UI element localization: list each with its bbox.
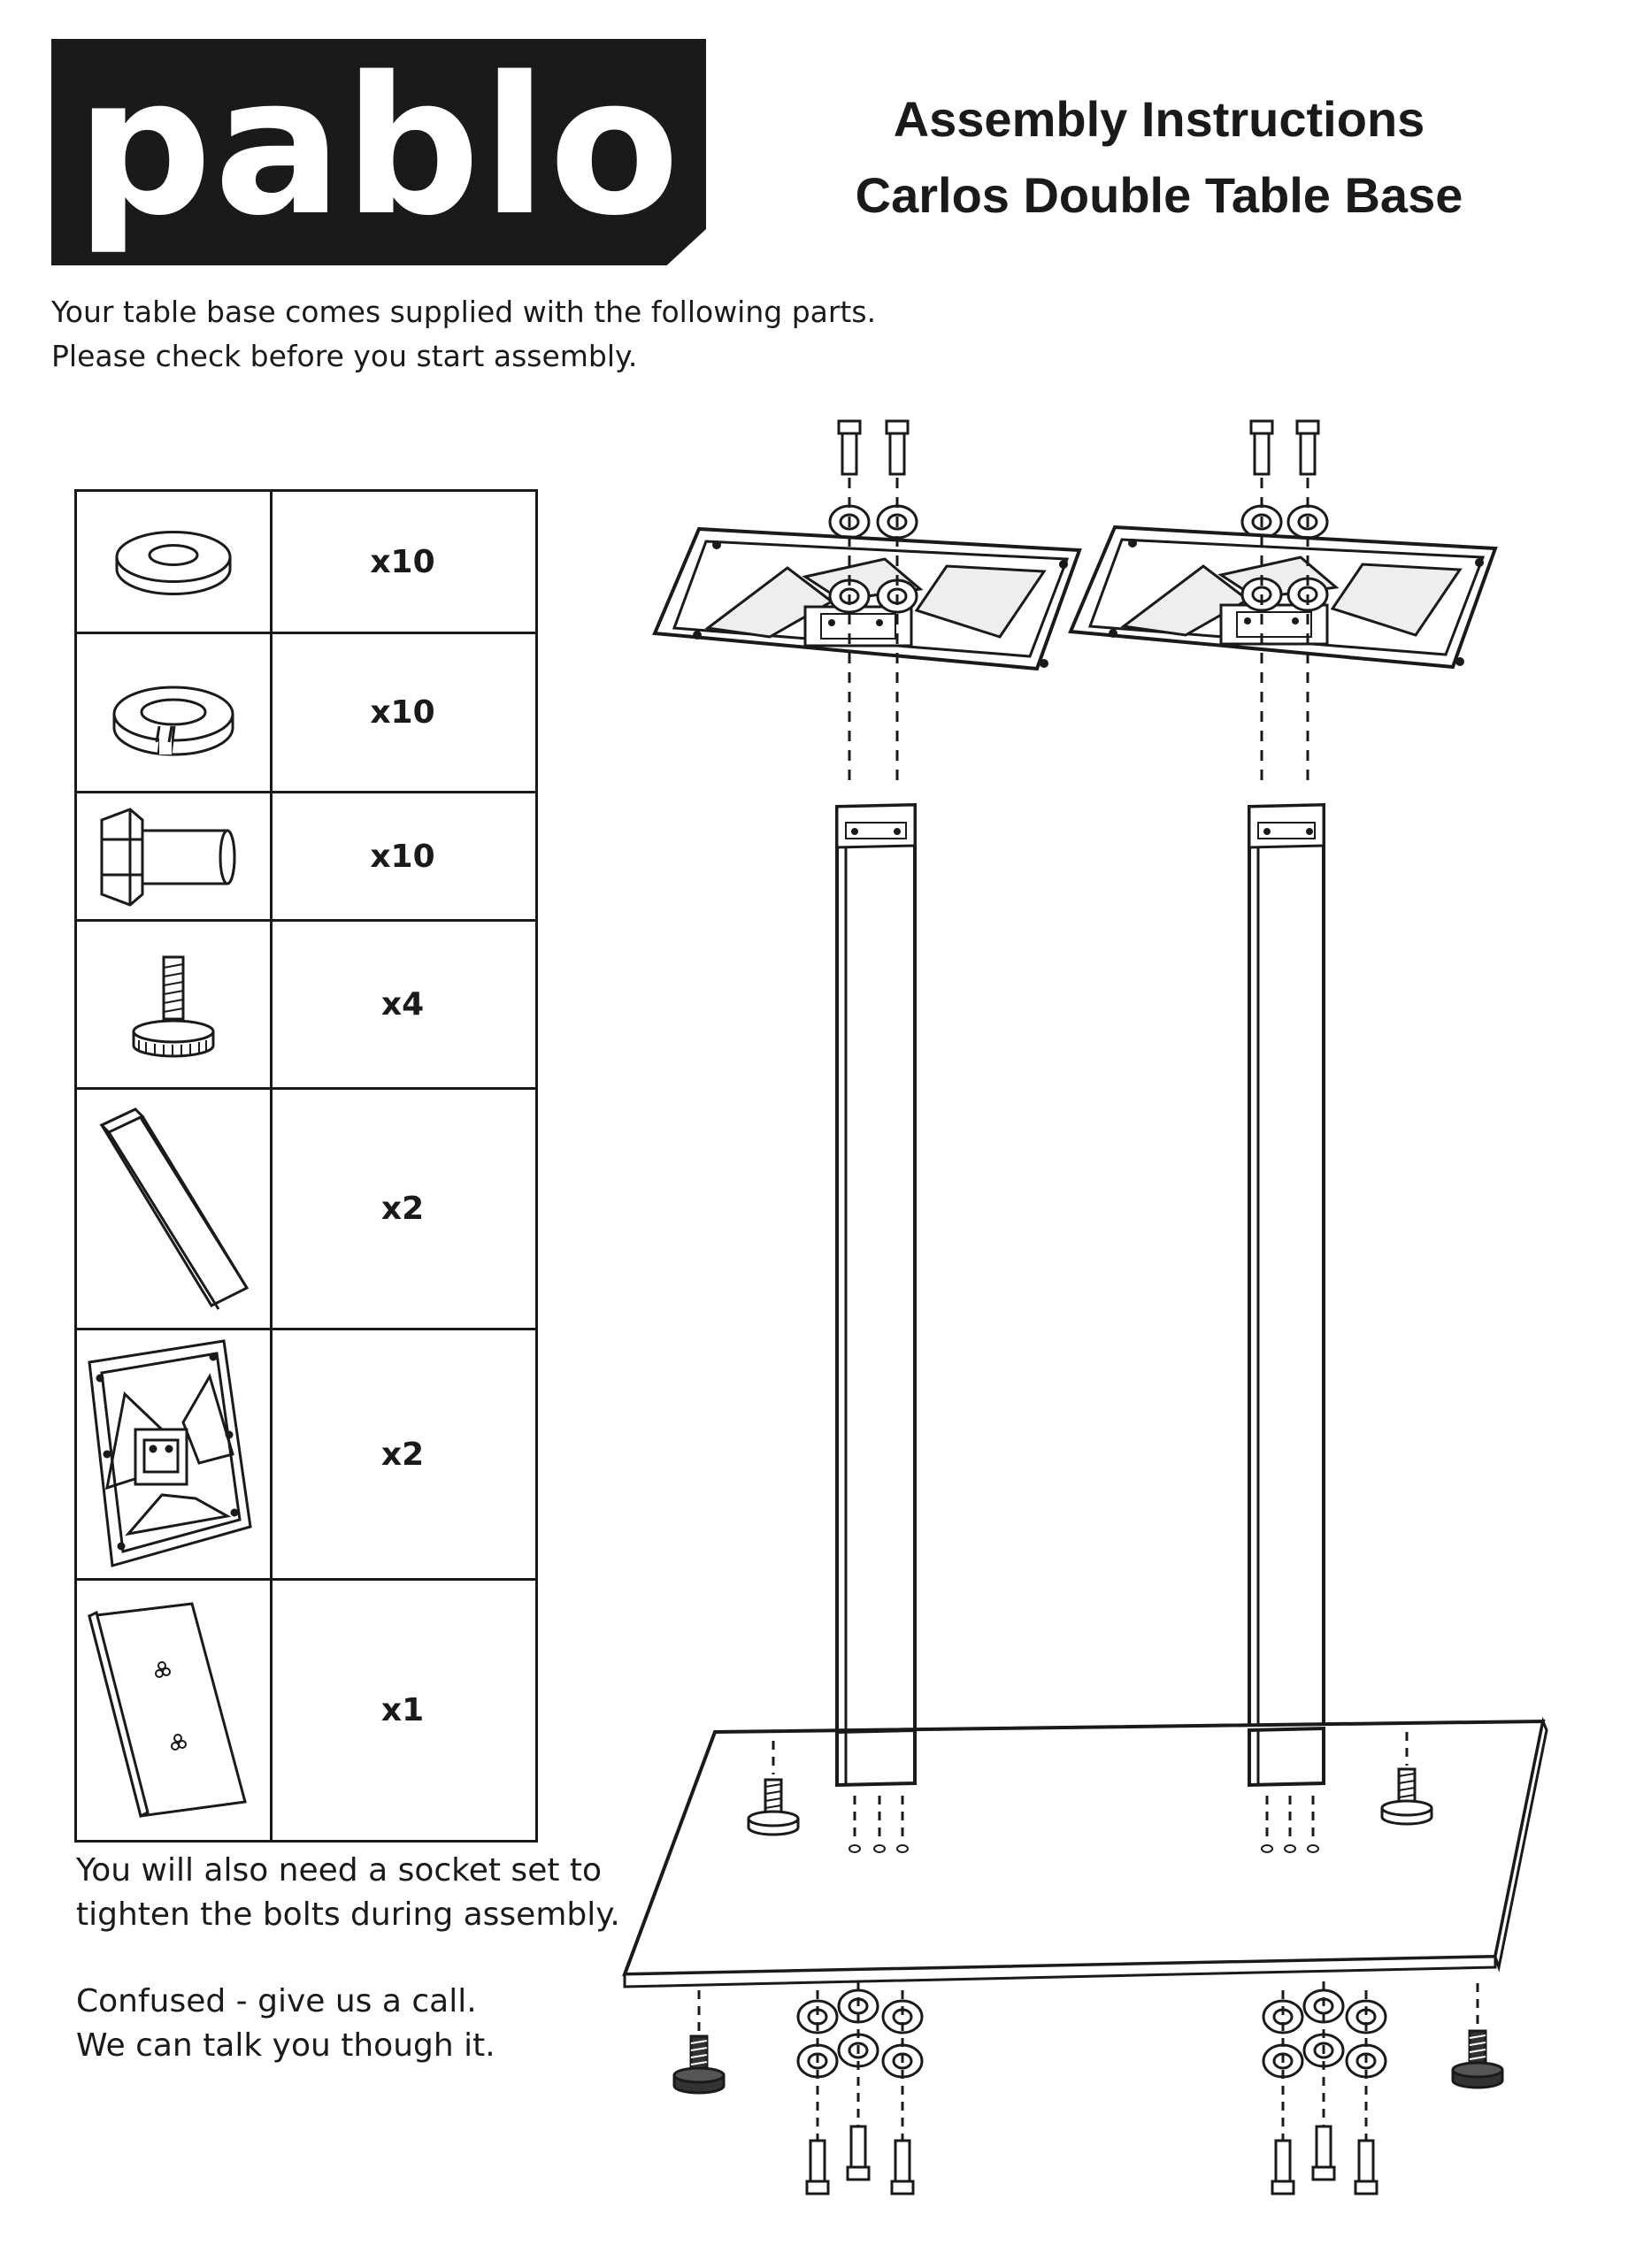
parts-qty: x4: [380, 986, 425, 1023]
hex-bolt-icon: [77, 793, 273, 919]
note-line-1: You will also need a socket set to: [76, 1852, 603, 1889]
parts-row: x2: [77, 1087, 535, 1328]
parts-row: x2: [77, 1328, 535, 1578]
left-top-plate-assembly: [653, 419, 1081, 787]
right-top-plate-assembly: [1069, 419, 1497, 787]
parts-qty: x2: [380, 1436, 425, 1473]
note-line-4: We can talk you though it.: [76, 2027, 495, 2064]
base-plate: [622, 1716, 1548, 1988]
column-icon: [77, 1090, 273, 1328]
right-column: [1248, 802, 1325, 1788]
spring-washer-icon: [77, 634, 273, 791]
title-line-1: Assembly Instructions: [893, 91, 1425, 147]
parts-table: x10 x10: [74, 489, 538, 1843]
intro-line-2: Please check before you start assembly.: [51, 339, 638, 373]
parts-row: x10: [77, 492, 535, 632]
levelling-foot-icon: [77, 922, 273, 1087]
parts-row: x10: [77, 791, 535, 919]
parts-qty: x10: [370, 838, 435, 875]
intro-line-1: Your table base comes supplied with the …: [51, 295, 877, 329]
parts-row: x1: [77, 1578, 535, 1840]
pablo-logo: pablo: [51, 39, 706, 265]
parts-qty: x10: [370, 694, 435, 731]
note-line-2: tighten the bolts during assembly.: [76, 1896, 620, 1933]
document-title: Assembly Instructions Carlos Double Tabl…: [796, 81, 1522, 234]
parts-qty: x1: [380, 1692, 425, 1728]
top-plate-icon: [77, 1330, 273, 1578]
base-plate-icon: [77, 1581, 273, 1840]
parts-row: x10: [77, 632, 535, 791]
note-line-3: Confused - give us a call.: [76, 1983, 477, 2019]
parts-qty: x2: [380, 1191, 425, 1227]
exploded-view-illustration: [622, 419, 1548, 2195]
title-line-2: Carlos Double Table Base: [855, 167, 1463, 223]
logo-text: pablo: [75, 34, 682, 257]
notes: You will also need a socket set to tight…: [76, 1849, 620, 2111]
left-column: [835, 802, 917, 1788]
parts-qty: x10: [370, 543, 435, 580]
parts-row: x4: [77, 919, 535, 1087]
underside-fixings: [672, 1981, 1504, 2195]
assembly-diagram: [610, 407, 1628, 2264]
intro-text: Your table base comes supplied with the …: [51, 290, 876, 379]
flat-washer-icon: [77, 492, 273, 632]
